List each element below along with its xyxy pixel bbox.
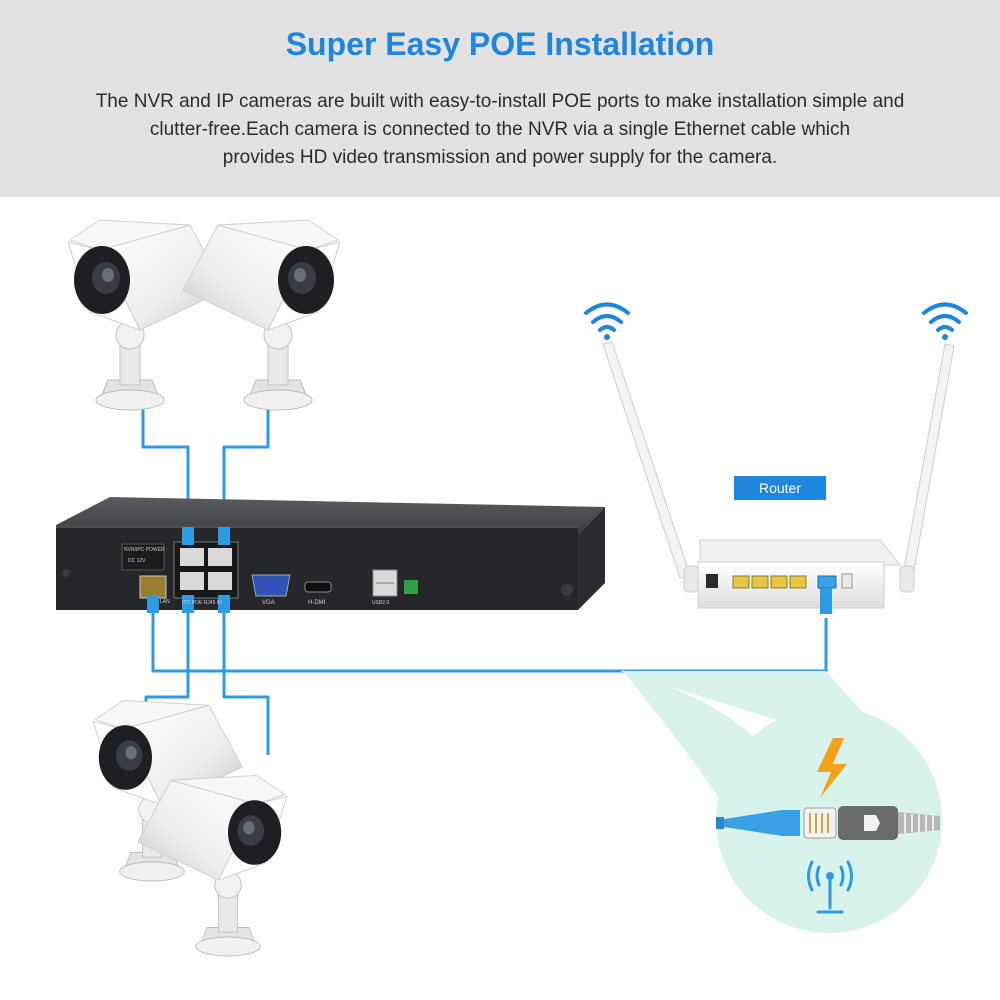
description-line-3: provides HD video transmission and power…: [40, 144, 960, 172]
cable-nvr-to-router: [153, 610, 826, 671]
nvr-recorder-icon: [56, 497, 605, 613]
nvr-usb-label: USB2.0: [372, 600, 389, 606]
security-camera-icon: [68, 220, 225, 410]
description-line-2: clutter-free.Each camera is connected to…: [40, 116, 960, 144]
nvr-lan-label: LAN: [160, 599, 170, 605]
nvr-dc-label: DC 12V: [128, 558, 146, 564]
description: The NVR and IP cameras are built with ea…: [40, 88, 960, 172]
cable-camera-4: [224, 610, 268, 755]
nvr-poe-label: IPC POE RJ45 IN: [182, 600, 222, 606]
wifi-icon: [586, 305, 628, 341]
nvr-vga-label: VGA: [262, 600, 275, 606]
page-title: Super Easy POE Installation: [0, 26, 1000, 63]
poe-detail-bubble: [620, 670, 942, 933]
description-line-1: The NVR and IP cameras are built with ea…: [40, 88, 960, 116]
nvr-power-label: NVR/IPC POWER: [124, 547, 165, 553]
security-camera-icon: [183, 220, 340, 410]
installation-diagram: NVR/IPC POWER DC 12V IPC POE RJ45 IN VGA…: [0, 197, 1000, 1000]
wifi-icon: [924, 305, 966, 341]
nvr-hdmi-label: H-DMI: [308, 600, 326, 606]
router-label: Router: [734, 476, 826, 500]
